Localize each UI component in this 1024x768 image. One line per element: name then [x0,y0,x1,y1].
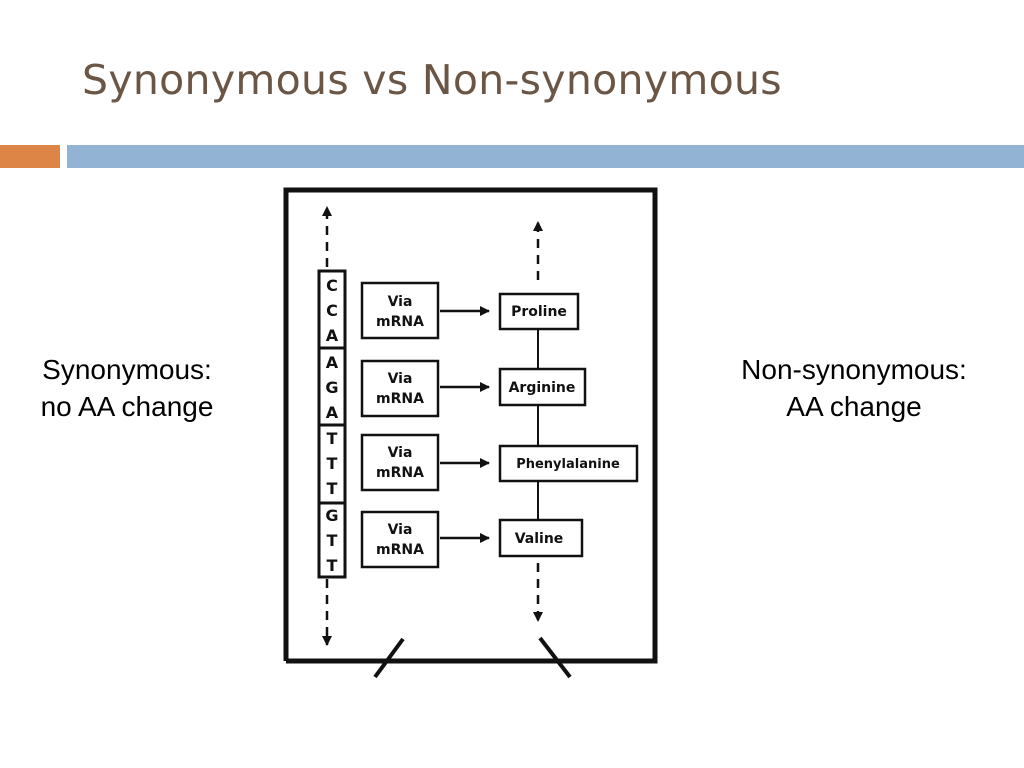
dna-base: T [327,454,338,473]
synonymous-label-line1: Synonymous: [42,354,212,385]
amino-acid-box-phenylalanine [498,444,639,483]
amino-acid-label: Arginine [509,380,576,396]
dna-base: T [327,429,338,448]
via-mrna-box-1 [360,281,440,340]
non-synonymous-label-line2: AA change [786,391,922,422]
slide-title: Synonymous vs Non-synonymous [82,56,782,104]
dna-base: C [326,301,338,320]
amino-acid-box-valine [498,518,584,558]
frame-cut-mark-right [538,636,572,679]
synonymous-label: Synonymous: no AA change [14,351,240,425]
amino-acid-label: Phenylalanine [516,457,620,472]
non-synonymous-label-line1: Non-synonymous: [741,354,967,385]
via-mrna-box-4 [360,510,440,569]
amino-acid-label: Valine [515,531,564,547]
via-mrna-box-3-line1: Via [388,445,413,461]
non-synonymous-label: Non-synonymous: AA change [713,351,995,425]
dna-base: T [327,531,338,550]
diagram-frame [283,187,658,664]
accent-bar-orange [0,145,60,168]
amino-acid-box-arginine [498,367,587,407]
dna-base: A [326,353,339,372]
dna-translation-diagram: C C A A G A T T T G T T Via mRNA Via mRN… [283,187,658,679]
dna-base: G [325,378,338,397]
via-mrna-box-1-line2: mRNA [376,314,424,330]
via-mrna-box-3 [360,433,440,492]
dna-base: A [326,326,339,345]
via-mrna-box-1-line1: Via [388,294,413,310]
via-mrna-box-2-line1: Via [388,371,413,387]
via-mrna-box-2-line2: mRNA [376,391,424,407]
via-mrna-box-2 [360,359,440,418]
dna-base: T [327,479,338,498]
dna-base: A [326,403,339,422]
dna-base: G [325,506,338,525]
via-mrna-box-4-line1: Via [388,522,413,538]
frame-cut-mark-left [373,637,405,679]
synonymous-label-line2: no AA change [40,391,214,422]
amino-acid-box-proline [498,292,580,331]
via-mrna-box-3-line2: mRNA [376,465,424,481]
amino-acid-label: Proline [511,304,567,320]
via-mrna-box-4-line2: mRNA [376,542,424,558]
accent-bar-blue [67,145,1024,168]
dna-base: T [327,556,338,575]
dna-base: C [326,276,338,295]
